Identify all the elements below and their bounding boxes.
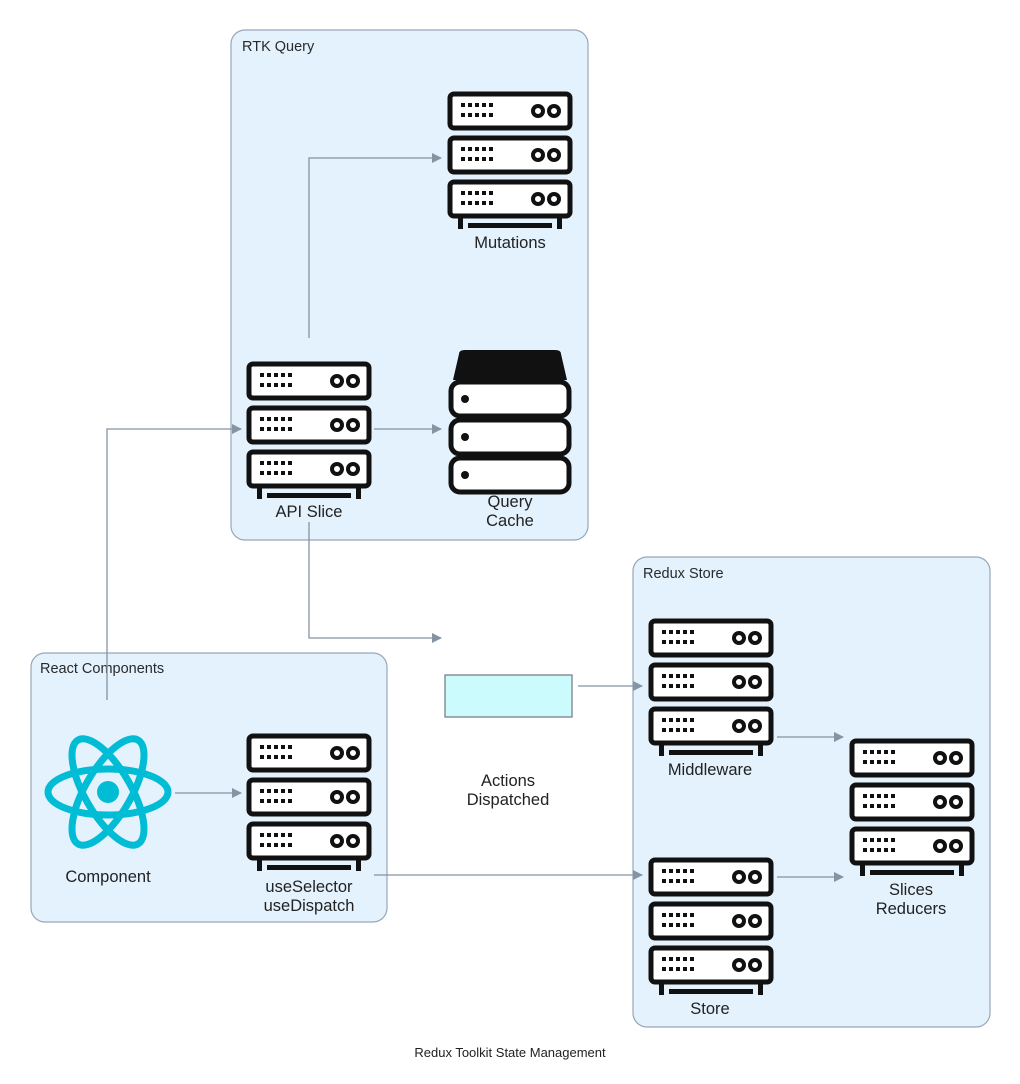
node-component[interactable]: Component	[48, 729, 168, 886]
node-store[interactable]: Store	[651, 860, 771, 1018]
storage-stack-icon	[451, 350, 569, 492]
server-rack-icon	[249, 736, 369, 871]
diagram-caption: Redux Toolkit State Management	[414, 1045, 606, 1060]
node-label-hooks-line2: useDispatch	[264, 897, 355, 915]
actions-dispatched-box	[444, 674, 573, 718]
node-label-api-slice: API Slice	[276, 503, 343, 521]
cluster-title-react-components: React Components	[40, 661, 164, 677]
node-label-hooks-line1: useSelector	[265, 878, 353, 896]
node-label-query-cache-line1: Query	[488, 493, 534, 511]
edges	[106, 153, 844, 882]
edge-api-slice-to-actions	[308, 522, 442, 643]
server-rack-icon	[249, 364, 369, 499]
node-label-store: Store	[690, 1000, 729, 1018]
edge-api-slice-to-mutations	[308, 153, 442, 338]
node-label-middleware: Middleware	[668, 761, 752, 779]
node-hooks[interactable]: useSelector useDispatch	[249, 736, 369, 915]
node-label-query-cache-line2: Cache	[486, 512, 534, 530]
node-api-slice[interactable]: API Slice	[249, 364, 369, 521]
node-label-slices-line2: Reducers	[876, 900, 947, 918]
server-rack-icon	[852, 741, 972, 876]
server-rack-icon	[651, 860, 771, 995]
cluster-title-rtk-query: RTK Query	[242, 39, 315, 55]
node-label-component: Component	[65, 868, 151, 886]
node-label-actions-line2: Dispatched	[467, 791, 550, 809]
server-rack-icon	[651, 621, 771, 756]
node-slices-reducers[interactable]: Slices Reducers	[852, 741, 972, 918]
node-middleware[interactable]: Middleware	[651, 621, 771, 779]
server-rack-icon	[450, 94, 570, 229]
node-label-actions-line1: Actions	[481, 772, 535, 790]
node-query-cache[interactable]: Query Cache	[451, 350, 569, 530]
cluster-title-redux-store: Redux Store	[643, 566, 724, 582]
node-label-mutations: Mutations	[474, 234, 546, 252]
edge-component-to-api-slice	[106, 424, 242, 700]
node-mutations[interactable]: Mutations	[450, 94, 570, 252]
node-label-slices-line1: Slices	[889, 881, 933, 899]
node-actions-dispatched[interactable]: Actions Dispatched	[444, 674, 573, 809]
